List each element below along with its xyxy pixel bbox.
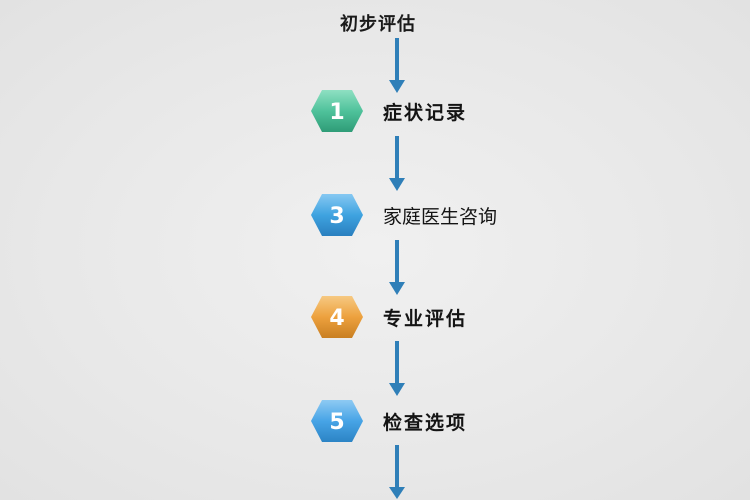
flow-title: 初步评估: [340, 14, 416, 35]
flow-step-3: 3 家庭医生咨询: [310, 193, 570, 237]
step-label: 症状记录: [383, 102, 468, 124]
step-number-badge: 3: [310, 193, 364, 237]
step-label: 检查选项: [383, 412, 468, 434]
step-label: 家庭医生咨询: [383, 206, 498, 228]
flow-arrow: [388, 341, 406, 397]
flow-arrow: [388, 38, 406, 94]
flow-arrow: [388, 445, 406, 500]
step-number-badge: 4: [310, 295, 364, 339]
step-label: 专业评估: [383, 308, 468, 330]
step-number-badge: 5: [310, 399, 364, 443]
flow-arrow: [388, 240, 406, 296]
flow-arrow: [388, 136, 406, 192]
step-number: 1: [329, 100, 344, 125]
step-number: 5: [329, 410, 344, 435]
flow-step-5: 5 检查选项: [310, 399, 570, 443]
step-number: 3: [329, 204, 344, 229]
flow-step-1: 1 症状记录: [310, 89, 570, 133]
flow-step-4: 4 专业评估: [310, 295, 570, 339]
step-number: 4: [329, 306, 344, 331]
step-number-badge: 1: [310, 89, 364, 133]
